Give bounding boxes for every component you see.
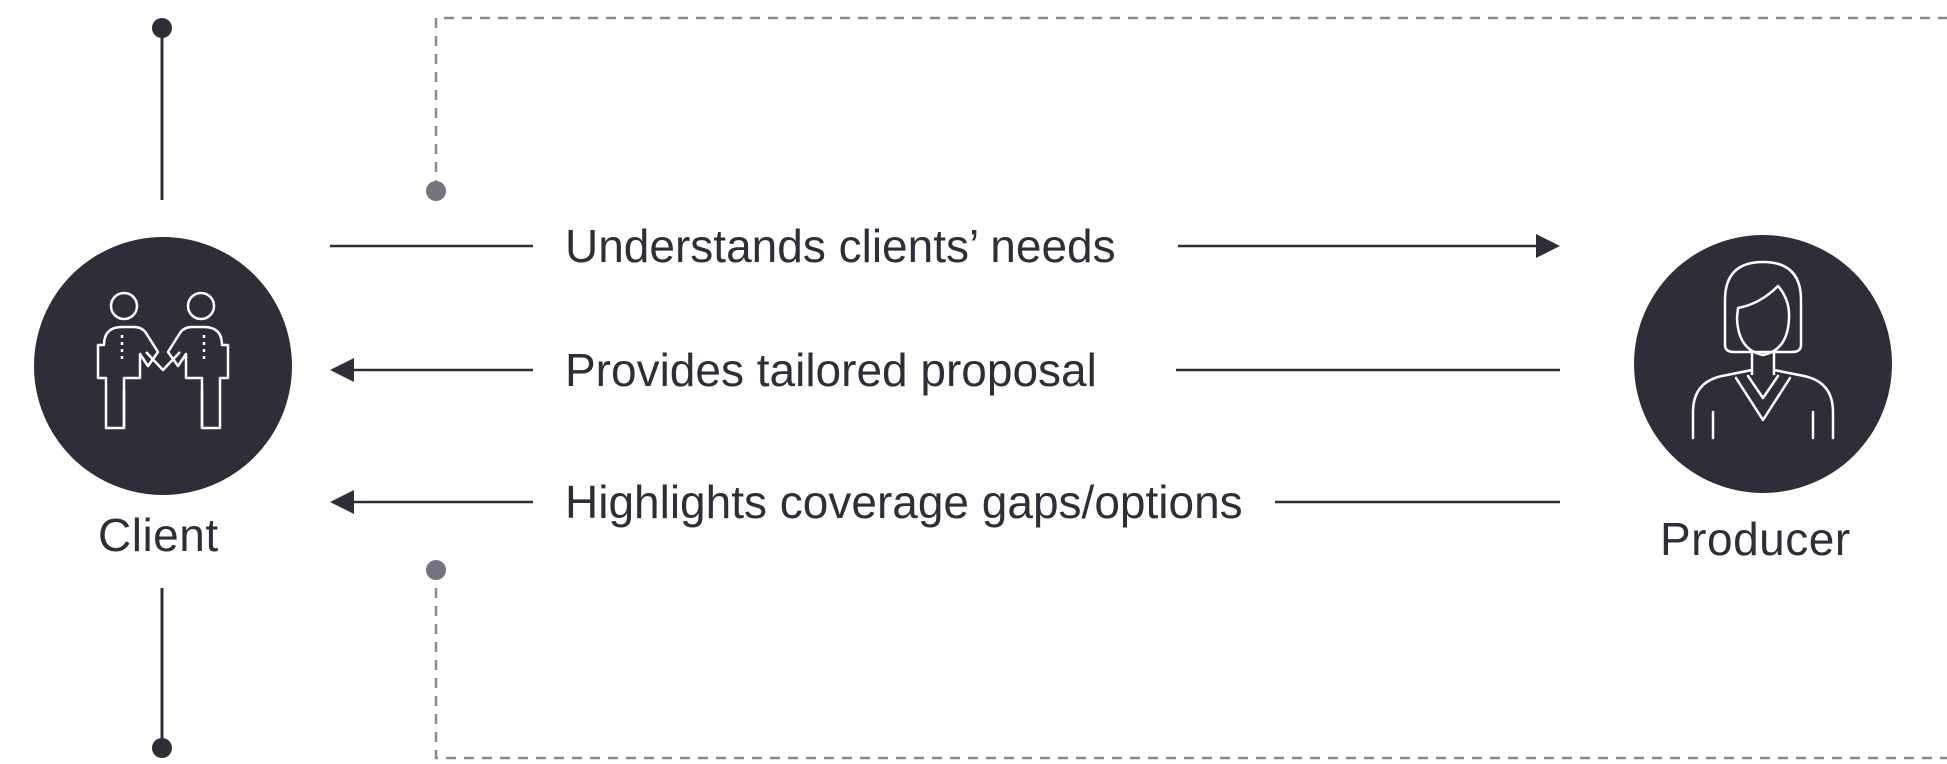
- dashed-bracket: [434, 16, 1947, 760]
- producer-label: Producer: [1660, 513, 1851, 565]
- producer-node: [1634, 235, 1892, 493]
- client-node: [34, 237, 292, 495]
- client-label: Client: [98, 509, 219, 561]
- bracket-dot-bottom: [426, 560, 446, 580]
- handshake-people-icon: [96, 291, 230, 430]
- flow-arrow-1: [330, 234, 1560, 258]
- flow-label-3: Highlights coverage gaps/options: [565, 476, 1243, 528]
- bracket-dot-top: [426, 181, 446, 201]
- flow-arrow-2: [330, 358, 1560, 382]
- flow-label-1: Understands clients’ needs: [565, 220, 1116, 272]
- flow-label-2: Provides tailored proposal: [565, 344, 1097, 396]
- flow-arrow-3: [330, 490, 1560, 514]
- woman-person-icon: [1691, 260, 1835, 440]
- client-timeline: [152, 18, 172, 758]
